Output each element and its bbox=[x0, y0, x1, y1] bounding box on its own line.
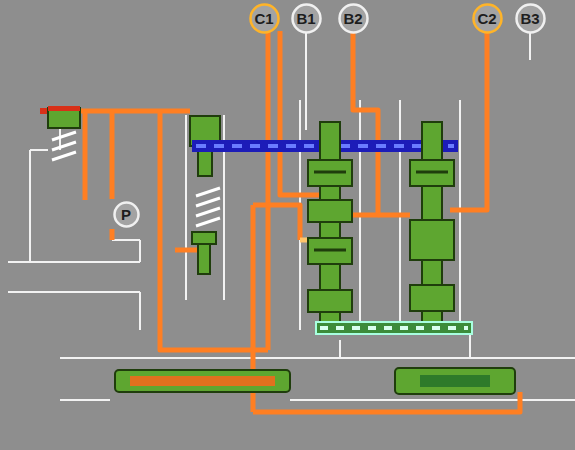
circle-shape bbox=[250, 5, 278, 33]
component-circle: B2 bbox=[338, 3, 369, 34]
spool-core bbox=[420, 375, 490, 387]
illustration-part bbox=[395, 368, 515, 394]
illustration-part bbox=[83, 111, 88, 200]
component-label: B2 bbox=[343, 11, 362, 26]
illustration-part bbox=[308, 290, 352, 312]
component-label: P bbox=[121, 207, 131, 222]
illustration-part bbox=[266, 31, 271, 350]
component-label: B3 bbox=[520, 11, 539, 26]
illustration-part bbox=[110, 111, 115, 240]
component-label: C1 bbox=[254, 11, 273, 26]
illustration-part bbox=[378, 213, 410, 218]
shift-valve-left bbox=[308, 122, 352, 332]
component-circle: B1 bbox=[291, 3, 322, 34]
illustration-part bbox=[253, 205, 300, 240]
oil-lines bbox=[40, 31, 520, 412]
valve-top bbox=[48, 106, 80, 111]
component-label: B1 bbox=[296, 11, 315, 26]
circle-shape bbox=[516, 5, 544, 33]
illustration-part bbox=[450, 31, 487, 210]
illustration-part bbox=[192, 232, 216, 244]
shift-valve-right bbox=[410, 122, 454, 332]
circle-shape bbox=[473, 5, 501, 33]
component-circle: B3 bbox=[515, 3, 546, 34]
illustration-part bbox=[52, 132, 76, 160]
component-label: C2 bbox=[477, 11, 496, 26]
illustration-part bbox=[410, 160, 454, 186]
illustration-part bbox=[198, 244, 210, 274]
circle-shape bbox=[292, 5, 320, 33]
illustration-part bbox=[410, 220, 454, 260]
illustration-part bbox=[416, 171, 448, 174]
illustration-part bbox=[60, 120, 140, 240]
illustration-part bbox=[308, 200, 352, 222]
white-piping bbox=[8, 31, 575, 400]
component-circle: P bbox=[113, 201, 140, 228]
illustration-part bbox=[115, 370, 290, 392]
illustration-part bbox=[196, 188, 220, 226]
illustration-part bbox=[60, 330, 575, 400]
illustration-part bbox=[314, 172, 346, 250]
illustration-part bbox=[529, 31, 531, 60]
illustration-part bbox=[410, 285, 454, 311]
illustration-part bbox=[305, 31, 307, 130]
manual-valve bbox=[190, 116, 220, 274]
lower-bar-dash bbox=[320, 326, 468, 330]
illustration-part bbox=[175, 248, 200, 253]
component-circle: C1 bbox=[249, 3, 280, 34]
component-circle: C2 bbox=[472, 3, 503, 34]
circle-shape bbox=[339, 5, 367, 33]
circle-shape bbox=[114, 202, 138, 226]
bottom-spools bbox=[115, 368, 515, 394]
spool-core bbox=[130, 376, 275, 386]
illustration-part bbox=[350, 31, 378, 215]
lower-bar bbox=[316, 322, 472, 334]
regulator-valve bbox=[48, 106, 80, 160]
